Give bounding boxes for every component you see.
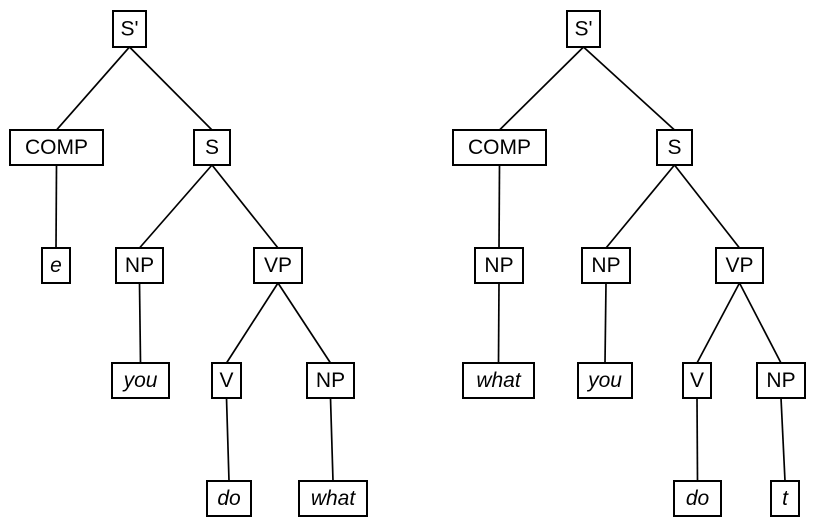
tree-node-r-v[interactable]: V [682, 362, 712, 399]
node-label-l-comp: COMP [25, 136, 88, 159]
tree-node-r-t[interactable]: t [770, 480, 800, 517]
node-box-r-comp [452, 129, 547, 166]
node-label-l-s: S [205, 136, 219, 159]
node-label-l-vp: VP [264, 254, 292, 277]
node-label-r-v: V [690, 369, 704, 392]
tree-edge-l-np1-to-l-you [138, 282, 142, 364]
tree-node-r-do[interactable]: do [673, 480, 722, 517]
tree-node-r-what[interactable]: what [462, 362, 535, 399]
node-box-l-v [211, 362, 242, 399]
tree-edge-r-v-to-r-do [696, 397, 699, 482]
tree-edge-l-np2-to-l-what [329, 397, 334, 482]
node-box-r-what [462, 362, 535, 399]
node-box-r-vp [715, 247, 764, 284]
tree-node-r-sbar[interactable]: S' [566, 10, 601, 48]
edges-layer [55, 46, 786, 482]
tree-node-r-comp[interactable]: COMP [452, 129, 547, 166]
tree-edge-r-np0-to-r-what [497, 282, 500, 364]
tree-edge-l-s-to-l-np1 [138, 164, 213, 249]
node-label-l-e: e [50, 254, 62, 277]
node-label-l-sbar: S' [120, 18, 138, 41]
tree-node-r-you[interactable]: you [577, 362, 633, 399]
tree-edge-r-comp-to-r-np0 [498, 164, 501, 249]
tree-edge-l-sbar-to-l-s [128, 46, 213, 131]
node-box-l-do [206, 480, 252, 517]
tree-node-l-you[interactable]: you [111, 362, 170, 399]
tree-edge-l-vp-to-l-np2 [277, 282, 332, 364]
tree-edge-l-vp-to-l-v [225, 282, 279, 364]
node-box-l-np2 [306, 362, 355, 399]
tree-node-l-v[interactable]: V [211, 362, 242, 399]
tree-node-l-np1[interactable]: NP [115, 247, 164, 284]
node-label-l-what: what [311, 487, 357, 510]
tree-edge-r-s-to-r-vp [673, 164, 741, 249]
node-label-r-t: t [782, 487, 789, 510]
node-box-r-s [656, 129, 693, 166]
tree-node-r-np1[interactable]: NP [581, 247, 631, 284]
tree-node-l-s[interactable]: S [193, 129, 231, 166]
node-label-l-np2: NP [316, 369, 345, 392]
tree-edge-r-sbar-to-r-comp [498, 46, 585, 131]
node-label-r-you: you [586, 369, 622, 392]
node-label-l-you: you [122, 369, 158, 392]
node-label-r-np1: NP [591, 254, 620, 277]
node-box-r-t [770, 480, 800, 517]
tree-edge-r-s-to-r-np1 [605, 164, 676, 249]
node-box-l-np1 [115, 247, 164, 284]
node-box-l-sbar [112, 10, 147, 48]
tree-node-l-sbar[interactable]: S' [112, 10, 147, 48]
node-box-r-you [577, 362, 633, 399]
tree-node-l-np2[interactable]: NP [306, 362, 355, 399]
tree-node-r-np0[interactable]: NP [474, 247, 524, 284]
node-label-r-vp: VP [725, 254, 753, 277]
tree-edge-l-comp-to-l-e [55, 164, 58, 249]
tree-node-r-np2[interactable]: NP [756, 362, 806, 399]
node-box-r-np2 [756, 362, 806, 399]
tree-edge-r-np1-to-r-you [604, 282, 607, 364]
node-box-r-np1 [581, 247, 631, 284]
tree-edge-l-sbar-to-l-comp [55, 46, 131, 131]
node-box-r-do [673, 480, 722, 517]
node-label-l-do: do [217, 487, 241, 510]
node-label-r-do: do [686, 487, 710, 510]
node-label-r-sbar: S' [574, 18, 592, 41]
node-box-r-sbar [566, 10, 601, 48]
node-box-l-s [193, 129, 231, 166]
node-label-l-np1: NP [125, 254, 154, 277]
tree-node-l-e[interactable]: e [41, 247, 71, 284]
node-label-r-np2: NP [766, 369, 795, 392]
tree-edge-l-s-to-l-vp [211, 164, 279, 249]
tree-node-l-do[interactable]: do [206, 480, 252, 517]
node-label-l-v: V [219, 369, 233, 392]
tree-node-r-vp[interactable]: VP [715, 247, 764, 284]
tree-edge-r-vp-to-r-np2 [738, 282, 782, 364]
node-label-r-comp: COMP [468, 136, 531, 159]
tree-node-l-comp[interactable]: COMP [9, 129, 104, 166]
node-box-l-you [111, 362, 170, 399]
node-box-l-what [298, 480, 368, 517]
node-label-r-what: what [476, 369, 522, 392]
tree-edge-r-vp-to-r-v [696, 282, 741, 364]
node-label-r-np0: NP [484, 254, 513, 277]
tree-node-r-s[interactable]: S [656, 129, 693, 166]
node-box-l-e [41, 247, 71, 284]
node-box-r-np0 [474, 247, 524, 284]
tree-edge-r-sbar-to-r-s [582, 46, 676, 131]
tree-edge-r-np2-to-r-t [780, 397, 786, 482]
tree-node-l-vp[interactable]: VP [253, 247, 303, 284]
tree-edge-l-v-to-l-do [225, 397, 230, 482]
node-label-r-s: S [667, 136, 681, 159]
node-box-l-vp [253, 247, 303, 284]
tree-node-l-what[interactable]: what [298, 480, 368, 517]
node-box-r-v [682, 362, 712, 399]
node-box-l-comp [9, 129, 104, 166]
